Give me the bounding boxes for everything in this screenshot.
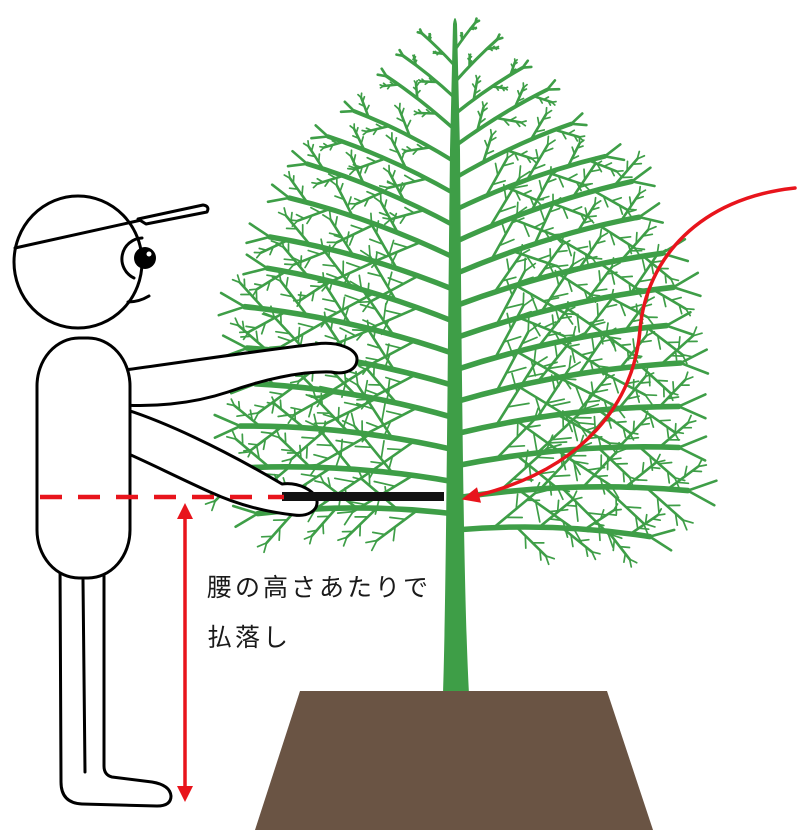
tree-branchlet xyxy=(496,446,718,535)
torso xyxy=(35,336,132,580)
tree-branch xyxy=(226,464,458,485)
tree-twig xyxy=(477,82,557,128)
tree-branch xyxy=(452,214,642,277)
tree-branch xyxy=(384,74,457,132)
worker xyxy=(12,194,359,808)
tree-twig xyxy=(491,135,624,207)
tree-branch xyxy=(452,403,682,437)
soil-mound xyxy=(255,691,653,830)
tree-twig xyxy=(459,26,478,40)
tree-branch xyxy=(452,121,574,181)
tree-branchlet xyxy=(484,142,626,202)
tree-branchlet xyxy=(242,246,419,332)
tree-twig xyxy=(505,481,666,568)
tree-twig xyxy=(412,54,434,86)
tree-branch xyxy=(452,360,684,405)
tree-branchlet xyxy=(339,96,432,153)
leg-divider-line xyxy=(81,578,87,774)
tree-branch xyxy=(452,178,635,245)
tree-twig xyxy=(498,185,647,275)
tree-branch xyxy=(452,444,682,469)
tree-twig xyxy=(502,288,693,390)
pointer-arrow xyxy=(461,186,797,503)
height-arrow xyxy=(177,503,193,802)
tree-twig xyxy=(379,79,432,118)
tree-branchlet xyxy=(266,176,422,261)
tree-twig xyxy=(302,139,415,226)
tree-branchlet xyxy=(286,145,426,221)
tree-branchlet xyxy=(495,330,710,424)
tree-branch xyxy=(453,37,499,84)
tree-branchlet xyxy=(492,492,676,561)
tree-branchlet xyxy=(245,214,420,303)
tree-twig xyxy=(467,45,500,65)
tree-branchlet xyxy=(481,112,588,164)
tree-branchlet xyxy=(490,192,664,268)
height-arrow-head-bottom xyxy=(177,786,193,802)
tree-branchlet xyxy=(310,124,429,190)
tree-twig xyxy=(427,32,442,56)
tree-branch xyxy=(453,87,550,148)
tree-twig xyxy=(484,106,586,164)
tree-branch xyxy=(453,21,477,52)
eye-pupil xyxy=(134,247,156,269)
tree-branchlet xyxy=(476,79,561,132)
height-arrow-head-top xyxy=(177,503,193,519)
mouth xyxy=(126,294,151,304)
tree-twig xyxy=(357,92,425,155)
tree-branchlet xyxy=(495,253,702,339)
tree-branchlet xyxy=(488,157,656,237)
caption-line-1: 腰の高さあたりで xyxy=(207,573,431,602)
cap-band-line xyxy=(13,217,148,250)
tree-trunk xyxy=(443,18,469,694)
near-arm xyxy=(108,403,319,517)
tree-branchlet xyxy=(213,384,416,471)
caption-line-2: 払落し xyxy=(207,623,291,652)
tree-branch xyxy=(267,234,458,293)
legs xyxy=(58,558,173,808)
tree-twig xyxy=(471,58,518,95)
tree-twig xyxy=(498,150,646,244)
tree-branchlet xyxy=(495,363,707,463)
tree-branch xyxy=(453,65,525,116)
cap-brim xyxy=(136,203,210,226)
pointer-arrow-head xyxy=(461,487,481,503)
tree-branch xyxy=(352,109,457,164)
eye-outline xyxy=(120,236,144,280)
tree-branchlet xyxy=(494,298,694,380)
saw-blade xyxy=(282,492,444,501)
tree-branch xyxy=(401,54,457,100)
tree-branch xyxy=(420,31,457,68)
tree-twig xyxy=(501,220,680,325)
tree-branch xyxy=(325,134,458,197)
far-arm xyxy=(108,341,359,407)
tree-twig xyxy=(506,348,694,476)
eye-highlight xyxy=(146,251,152,257)
pointer-arrow-curve xyxy=(477,186,797,497)
tree-branch xyxy=(452,524,653,540)
